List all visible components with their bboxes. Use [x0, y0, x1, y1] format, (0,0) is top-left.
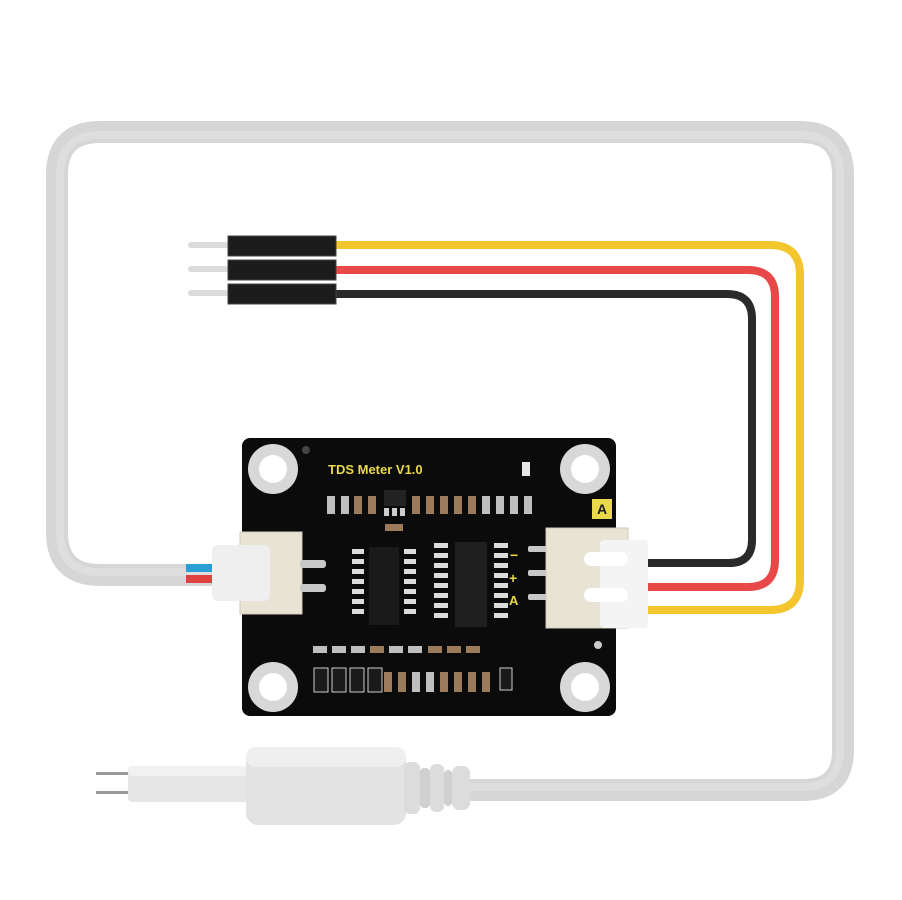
mounting-hole-bl [248, 662, 298, 712]
signal-badge [592, 499, 612, 519]
probe-connector [212, 531, 326, 615]
dupont-header [188, 235, 337, 305]
mounting-hole-tl [248, 444, 298, 494]
ic-chip-1 [352, 547, 416, 625]
mounting-hole-br [560, 662, 610, 712]
ic-chip-2 [434, 542, 508, 627]
tds-probe [96, 747, 470, 825]
svg-text:A: A [597, 501, 607, 517]
signal-wires [336, 241, 804, 614]
probe-cable [46, 121, 854, 801]
mounting-hole-tr [560, 444, 610, 494]
pin-label-signal: A [509, 593, 519, 608]
smd-resistors-bottom [313, 646, 513, 693]
pin-label-gnd: − [510, 547, 518, 563]
board-title: TDS Meter V1.0 [328, 462, 423, 477]
pcb-board: TDS Meter V1.0 [242, 438, 616, 716]
smd-resistors-top [327, 490, 532, 531]
pin-label-vcc: + [509, 570, 517, 586]
probe-inner-wires [186, 564, 214, 583]
signal-connector [528, 527, 648, 629]
